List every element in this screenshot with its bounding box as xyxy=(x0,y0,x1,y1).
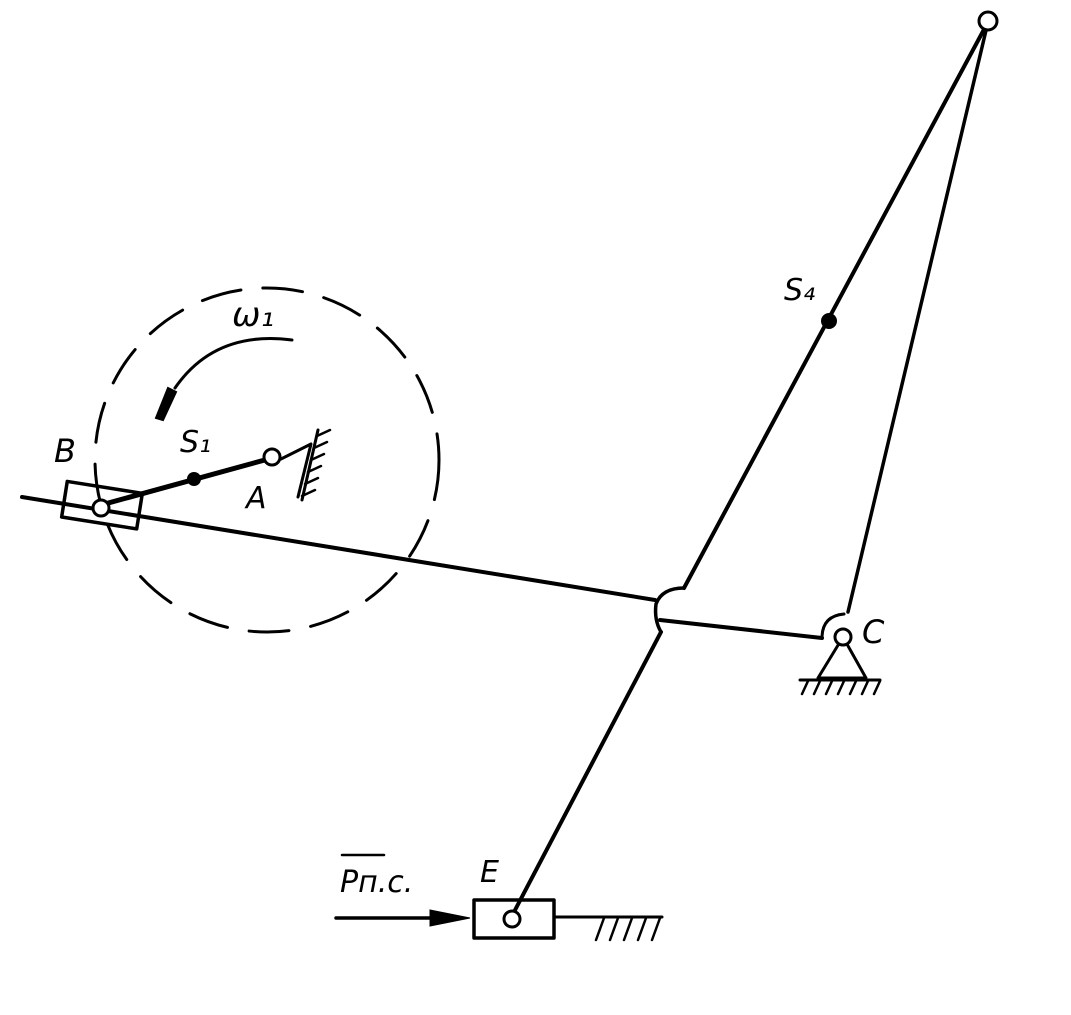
ground-hatch-c xyxy=(800,679,882,696)
pin-e xyxy=(502,909,522,929)
crank-rotation-circle xyxy=(93,286,441,634)
slider-block-e xyxy=(472,898,556,940)
label-e: E xyxy=(480,855,499,890)
s1-center-of-mass xyxy=(187,472,201,486)
ground-hatch-a xyxy=(300,428,332,498)
label-s4: S₄ xyxy=(784,273,815,308)
pin-b xyxy=(91,498,111,518)
omega-rotation-arrow xyxy=(173,337,294,390)
rocker-rod-bc-right xyxy=(658,618,824,640)
pin-a xyxy=(262,447,282,467)
ground-support-a xyxy=(279,442,313,499)
link-hop-to-e xyxy=(512,630,663,914)
crossing-hop-arc xyxy=(653,586,686,634)
crank-ab xyxy=(98,455,275,508)
pin-c xyxy=(833,627,853,647)
omega-arrowhead xyxy=(154,386,178,422)
force-arrowhead xyxy=(429,909,471,927)
s4-center-of-mass xyxy=(821,313,837,329)
label-a: A xyxy=(244,481,267,516)
ground-wall-a xyxy=(300,428,320,502)
support-c-triangle xyxy=(816,635,868,680)
label-c: C xyxy=(862,613,885,651)
rocker-rod-bc xyxy=(20,495,657,602)
label-force: Pп.с. xyxy=(340,865,413,900)
link-top-to-hop xyxy=(682,20,990,590)
slider-block-b xyxy=(59,479,145,531)
label-b: B xyxy=(54,432,76,470)
pin-top xyxy=(977,10,999,32)
ground-hatch-e xyxy=(594,916,662,942)
link-top-to-c xyxy=(846,20,990,614)
label-s1: S₁ xyxy=(180,425,211,460)
support-c-arc xyxy=(820,612,846,640)
label-omega: ω₁ xyxy=(232,295,274,335)
